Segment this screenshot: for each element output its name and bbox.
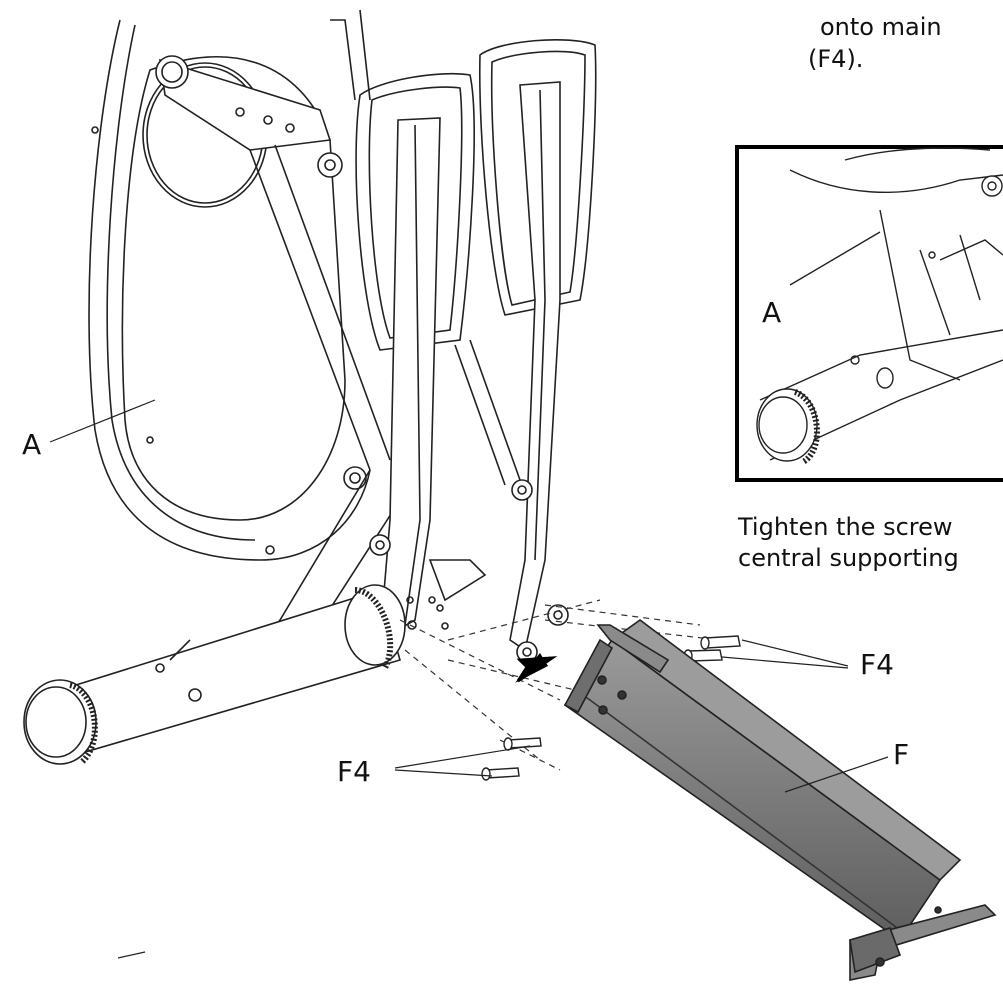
central-support-tube xyxy=(563,619,997,981)
label-frame-inset: A xyxy=(762,296,782,329)
instruction-bottom-line2: central supporting xyxy=(738,544,959,572)
instruction-top-line2: (F4). xyxy=(808,45,864,73)
instruction-top-line1: onto main xyxy=(820,13,942,41)
main-frame xyxy=(88,19,401,701)
leader-lines xyxy=(49,399,889,959)
label-frame-main: A xyxy=(22,428,42,461)
label-tube: F xyxy=(893,738,910,771)
front-stabilizer xyxy=(23,584,406,765)
handle-bars xyxy=(317,9,597,663)
label-screws-right: F4 xyxy=(860,648,894,681)
inset-detail xyxy=(735,145,1003,482)
instruction-bottom-line1: Tighten the screw xyxy=(738,513,953,541)
label-screws-left: F4 xyxy=(337,755,371,788)
